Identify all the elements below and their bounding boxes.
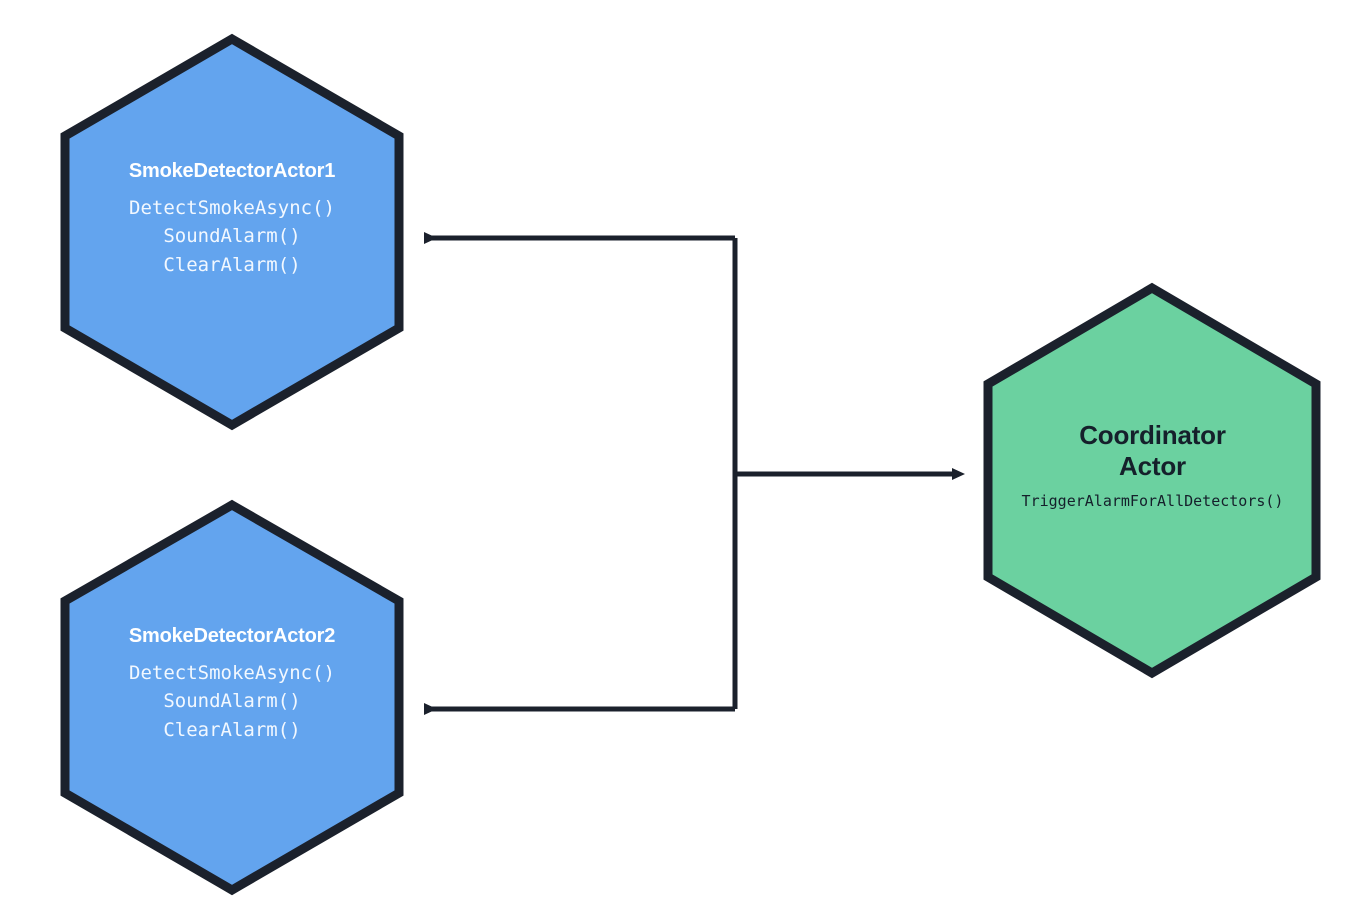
node-smoke-detector-actor-2[interactable] [60,499,404,896]
hexagon-shape-detector-1[interactable] [60,33,404,431]
edge-group [424,232,965,715]
node-coordinator-actor[interactable] [983,282,1321,679]
node-smoke-detector-actor-1[interactable] [60,33,404,431]
hexagon-shape-detector-2[interactable] [60,499,404,896]
hexagon-shape-coordinator[interactable] [983,282,1321,679]
